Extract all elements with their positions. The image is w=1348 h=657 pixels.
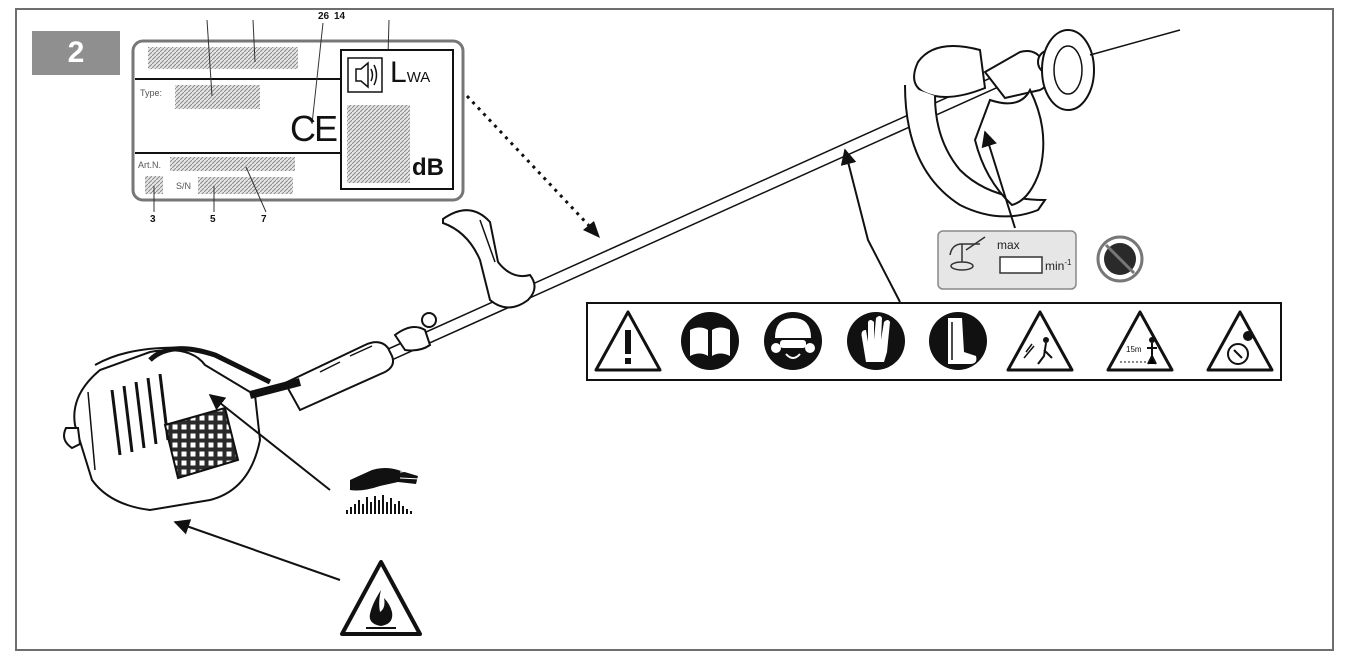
guard-label-arrow: [981, 130, 1016, 229]
boots-icon: [929, 312, 987, 370]
sound-power-subscript: WA: [406, 69, 431, 86]
fire-hazard-icon: [340, 560, 422, 636]
speed-unit-base: min: [1045, 259, 1065, 273]
plate-location-arrowhead: [583, 221, 600, 238]
speaker-icon: [347, 57, 383, 93]
callout-7: 7: [261, 214, 267, 225]
cutting-head-speed-icon: [949, 236, 986, 271]
sound-unit: dB: [412, 154, 444, 181]
sound-power-symbol: L: [390, 56, 407, 89]
figure-number-badge: 2: [32, 31, 120, 75]
plate-art-label: Art.N.: [138, 160, 162, 170]
thrown-objects-icon: [1006, 310, 1074, 372]
plate-location-arrow: [465, 94, 596, 233]
plate-sn-label: S/N: [176, 181, 192, 191]
sound-power-label: LWA: [390, 58, 430, 93]
brushcutter-illustration: [63, 29, 1181, 512]
callout-3: 3: [150, 214, 156, 225]
helmet-goggles-ear-protection-icon: [764, 312, 822, 370]
figure-frame: [15, 8, 1334, 651]
hot-surface-arrow: [208, 394, 331, 491]
shaft-label-arrow: [840, 148, 901, 303]
speed-max-label: max: [997, 238, 1020, 252]
fire-hazard-arrow: [173, 519, 341, 581]
warning-triangle-icon: [594, 310, 662, 372]
safety-symbol-strip: 15m: [586, 302, 1282, 381]
callout-26: 26: [318, 11, 330, 22]
max-speed-label: [937, 230, 1077, 290]
callout-5: 5: [210, 214, 216, 225]
gloves-icon: [847, 312, 905, 370]
hot-surface-icon: [346, 468, 421, 514]
read-manual-icon: [681, 312, 739, 370]
rating-plate: [131, 19, 465, 213]
no-metal-blade-icon: [1096, 235, 1144, 283]
speed-unit-exponent: -1: [1064, 258, 1072, 267]
bystander-distance-text: 15m: [1126, 345, 1142, 354]
plate-type-label: Type:: [140, 88, 163, 98]
speed-unit-label: min-1: [1045, 257, 1071, 272]
ce-mark: CE: [290, 108, 338, 149]
hot-muffler-icon: [1206, 310, 1274, 372]
15m-distance-icon: 15m: [1106, 310, 1174, 372]
callout-14: 14: [334, 11, 346, 22]
